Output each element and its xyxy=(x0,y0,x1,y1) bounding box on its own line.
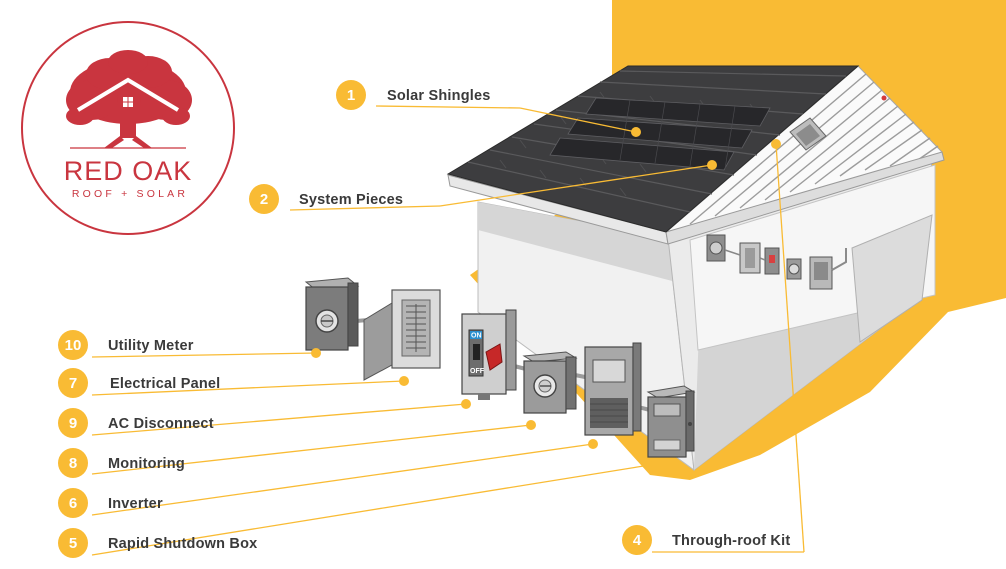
callout-number: 4 xyxy=(633,532,642,549)
callout-10: 10 Utility Meter xyxy=(58,330,194,360)
leader-lines xyxy=(91,105,805,556)
utility-meter xyxy=(304,277,360,351)
callout-8: 8 Monitoring xyxy=(58,448,185,478)
callout-9: 9 AC Disconnect xyxy=(58,408,214,438)
interior-right-wall xyxy=(851,214,933,343)
logo-tagline: ROOF + SOLAR xyxy=(72,188,188,200)
house-roof-icon xyxy=(76,77,180,112)
monitoring-unit xyxy=(522,351,578,414)
roof-indicator-dot xyxy=(881,95,887,101)
callout-label: Monitoring xyxy=(108,456,185,472)
callout-label: Solar Shingles xyxy=(387,88,491,104)
leader-dots xyxy=(311,127,781,469)
callout-label: Electrical Panel xyxy=(110,376,220,392)
interior-equipment xyxy=(706,234,847,290)
callout-label: System Pieces xyxy=(299,192,403,208)
inverter xyxy=(584,342,642,436)
callout-number: 2 xyxy=(260,191,268,208)
red-oak-logo: RED OAK ROOF + SOLAR xyxy=(21,21,235,235)
callout-label: Inverter xyxy=(108,496,163,512)
callout-number: 9 xyxy=(69,415,77,432)
front-wall-shadow xyxy=(478,202,676,282)
electrical-panel xyxy=(363,289,441,381)
house-illustration xyxy=(446,65,945,472)
callout-label: Utility Meter xyxy=(108,338,194,354)
roof-fascia-right xyxy=(665,151,945,245)
logo-brand-text: RED OAK xyxy=(64,156,193,186)
rapid-shutdown-box xyxy=(646,385,696,458)
callout-number: 10 xyxy=(65,337,82,354)
ac-disconnect: ON OFF xyxy=(461,309,517,400)
callout-4: 4 Through-roof Kit xyxy=(622,525,790,555)
callout-5: 5 Rapid Shutdown Box xyxy=(58,528,257,558)
callout-number: 7 xyxy=(69,375,77,392)
through-roof-kit-part xyxy=(789,117,827,151)
callout-2: 2 System Pieces xyxy=(249,184,403,214)
callout-7: 7 Electrical Panel xyxy=(58,368,220,398)
callout-label: Through-roof Kit xyxy=(672,533,790,549)
callout-number: 6 xyxy=(69,495,77,512)
switch-on-label: ON xyxy=(471,333,482,340)
callout-label: Rapid Shutdown Box xyxy=(108,536,257,552)
callout-label: AC Disconnect xyxy=(108,416,214,432)
callout-number: 5 xyxy=(69,535,77,552)
callout-number: 1 xyxy=(347,87,355,104)
callout-number: 8 xyxy=(69,455,77,472)
solar-shingle-panels xyxy=(549,97,771,171)
callout-6: 6 Inverter xyxy=(58,488,163,518)
callout-1: 1 Solar Shingles xyxy=(336,80,491,110)
switch-off-label: OFF xyxy=(470,368,485,375)
